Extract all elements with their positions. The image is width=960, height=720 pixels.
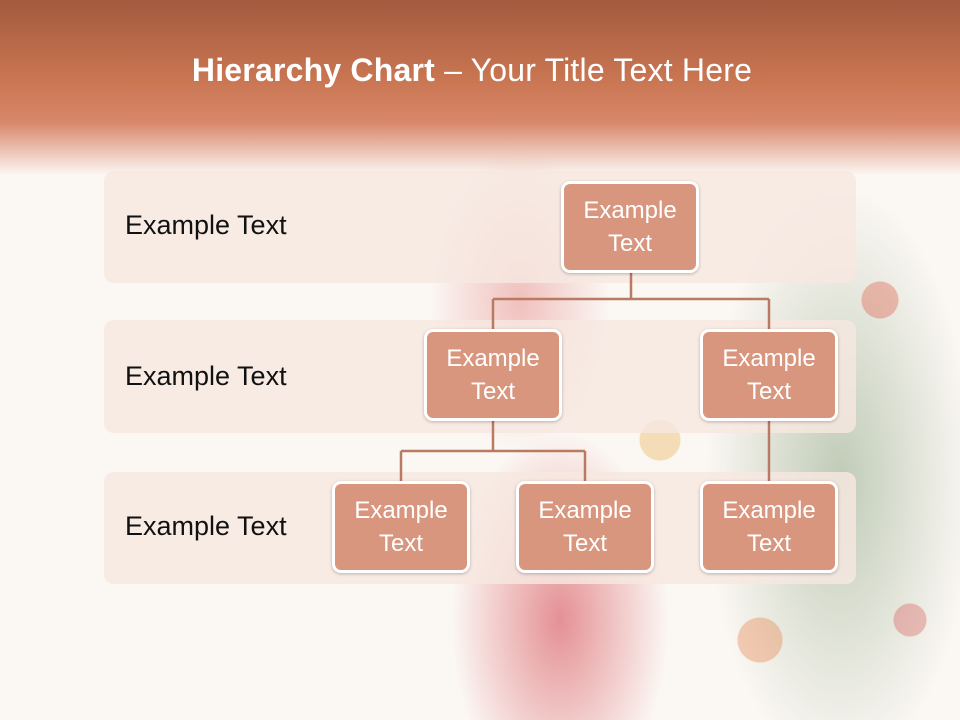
node-mid-left-line1: Example bbox=[446, 345, 540, 372]
node-top-line1: Example bbox=[583, 197, 677, 224]
node-mid-right-line1: Example bbox=[722, 345, 816, 372]
row-label-1: Example Text bbox=[125, 210, 287, 240]
node-bottom-2-line1: Example bbox=[538, 497, 632, 524]
node-mid-right-line2: Text bbox=[746, 378, 791, 405]
title-rest: – Your Title Text Here bbox=[435, 52, 753, 88]
row-band-1: Example Text bbox=[104, 171, 856, 283]
title-bold: Hierarchy Chart bbox=[191, 52, 435, 88]
node-bottom-1-line2: Text bbox=[378, 530, 423, 557]
node-bottom-1-line1: Example bbox=[354, 497, 448, 524]
title-band bbox=[0, 0, 960, 175]
row-label-2: Example Text bbox=[125, 361, 287, 391]
node-mid-left-line2: Text bbox=[470, 378, 515, 405]
connector-top-to-mid bbox=[491, 272, 771, 331]
node-bottom-3-line1: Example bbox=[722, 497, 816, 524]
connector-midleft-to-bottom bbox=[399, 421, 587, 483]
node-top-line2: Text bbox=[607, 230, 652, 257]
row-label-3: Example Text bbox=[125, 511, 287, 541]
node-bottom-3-line2: Text bbox=[746, 530, 791, 557]
slide-title: Hierarchy Chart – Your Title Text Here bbox=[0, 52, 944, 89]
node-bottom-2-line2: Text bbox=[562, 530, 607, 557]
